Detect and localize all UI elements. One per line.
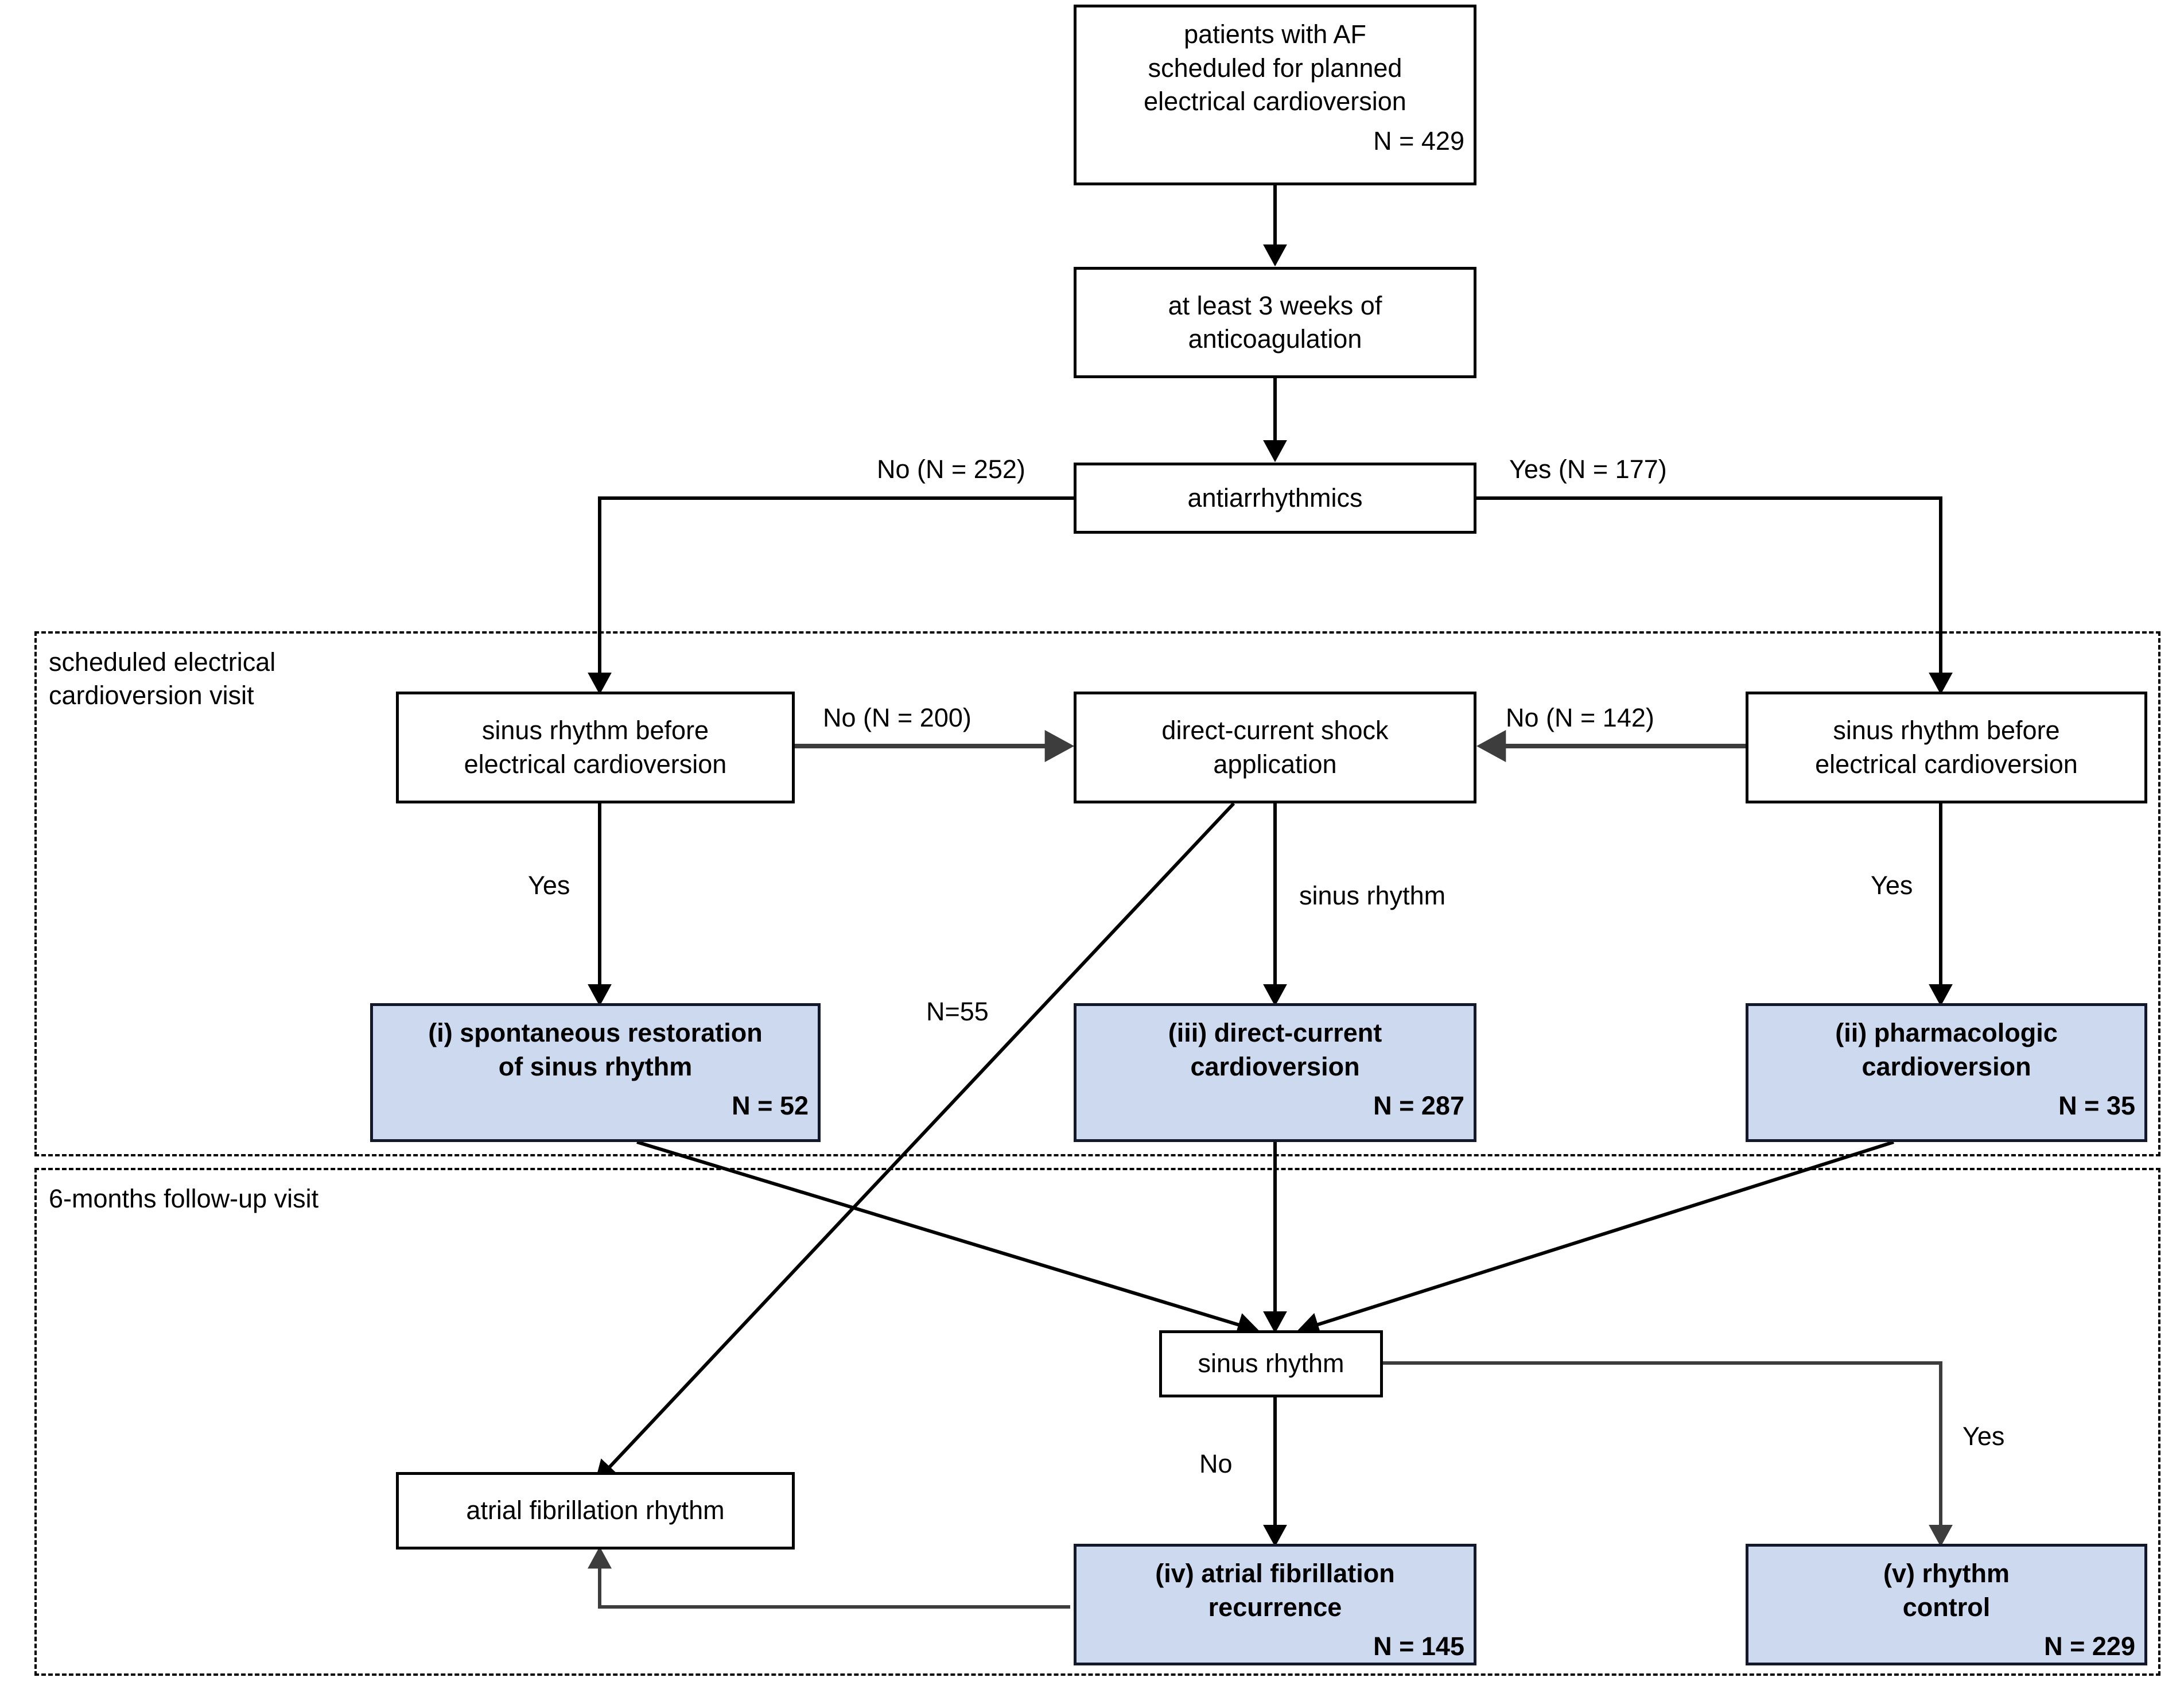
node-antiarrhythmics[interactable]: antiarrhythmics bbox=[1074, 463, 1476, 534]
node-sinus-before-left-line1: sinus rhythm before bbox=[481, 716, 709, 745]
node-shock-line1: direct-current shock bbox=[1161, 716, 1389, 745]
node-sinus-before-right-line2: electrical cardioversion bbox=[1815, 749, 2078, 779]
edge-label-right-sinus-yes: Yes bbox=[1871, 871, 1913, 900]
node-af-rhythm-line1: atrial fibrillation rhythm bbox=[466, 1496, 725, 1525]
edge-label-n-55: N=55 bbox=[926, 997, 989, 1026]
node-sinus-before-left-line2: electrical cardioversion bbox=[464, 749, 727, 779]
node-rhythm-control[interactable]: (v) rhythm control N = 229 bbox=[1746, 1544, 2147, 1665]
node-pharmacologic-line2: cardioversion bbox=[1862, 1051, 2031, 1081]
node-direct-current-shock-application[interactable]: direct-current shock application bbox=[1074, 692, 1476, 803]
node-pharmacologic-cardioversion[interactable]: (ii) pharmacologic cardioversion N = 35 bbox=[1746, 1003, 2147, 1142]
edge-label-shock-sinus-rhythm: sinus rhythm bbox=[1299, 881, 1446, 910]
node-sinus-rhythm-before-cv-right[interactable]: sinus rhythm before electrical cardiover… bbox=[1746, 692, 2147, 803]
node-patients-line3: electrical cardioversion bbox=[1144, 87, 1406, 116]
edge-label-antiarrhythmics-yes: Yes (N = 177) bbox=[1509, 455, 1667, 484]
node-spontaneous-count: N = 52 bbox=[732, 1091, 809, 1120]
edge-label-left-sinus-no: No (N = 200) bbox=[823, 703, 971, 732]
node-atrial-fibrillation-rhythm[interactable]: atrial fibrillation rhythm bbox=[396, 1472, 795, 1550]
node-shock-line2: application bbox=[1213, 749, 1337, 779]
node-patients-count: N = 429 bbox=[1373, 126, 1464, 156]
node-dc-cardioversion-count: N = 287 bbox=[1373, 1091, 1464, 1120]
node-pharmacologic-count: N = 35 bbox=[2058, 1091, 2135, 1120]
node-af-recurrence-line2: recurrence bbox=[1208, 1592, 1342, 1622]
group-cardioversion-visit-label: scheduled electrical cardioversion visit bbox=[49, 647, 276, 710]
node-dc-cardioversion-line1: (iii) direct-current bbox=[1168, 1018, 1382, 1047]
node-spontaneous-line2: of sinus rhythm bbox=[498, 1051, 693, 1081]
node-af-recurrence-count: N = 145 bbox=[1373, 1632, 1464, 1661]
node-sinus-rhythm-line1: sinus rhythm bbox=[1198, 1349, 1344, 1378]
node-dc-cardioversion-line2: cardioversion bbox=[1190, 1051, 1360, 1081]
node-spontaneous-line1: (i) spontaneous restoration bbox=[428, 1018, 763, 1047]
node-sinus-rhythm[interactable]: sinus rhythm bbox=[1159, 1330, 1383, 1397]
node-anticoagulation-line2: anticoagulation bbox=[1188, 324, 1362, 354]
node-atrial-fibrillation-recurrence[interactable]: (iv) atrial fibrillation recurrence N = … bbox=[1074, 1544, 1476, 1665]
node-anticoagulation[interactable]: at least 3 weeks of anticoagulation bbox=[1074, 267, 1476, 378]
node-antiarrhythmics-line1: antiarrhythmics bbox=[1187, 483, 1363, 512]
edge-label-sinus-rhythm-yes: Yes bbox=[1963, 1422, 2005, 1451]
node-patients-line1: patients with AF bbox=[1184, 20, 1366, 49]
node-patients-line2: scheduled for planned bbox=[1148, 53, 1402, 83]
group-followup-visit-label: 6-months follow-up visit bbox=[49, 1184, 319, 1213]
node-patients-with-af[interactable]: patients with AF scheduled for planned e… bbox=[1074, 5, 1476, 185]
node-direct-current-cardioversion[interactable]: (iii) direct-current cardioversion N = 2… bbox=[1074, 1003, 1476, 1142]
edge-label-left-sinus-yes: Yes bbox=[528, 871, 570, 900]
node-sinus-rhythm-before-cv-left[interactable]: sinus rhythm before electrical cardiover… bbox=[396, 692, 795, 803]
node-af-recurrence-line1: (iv) atrial fibrillation bbox=[1155, 1559, 1395, 1588]
edge-label-antiarrhythmics-no: No (N = 252) bbox=[877, 455, 1025, 484]
node-rhythm-control-line1: (v) rhythm bbox=[1883, 1559, 2010, 1588]
node-rhythm-control-line2: control bbox=[1902, 1592, 1991, 1622]
node-pharmacologic-line1: (ii) pharmacologic bbox=[1835, 1018, 2058, 1047]
edge-label-right-sinus-no: No (N = 142) bbox=[1506, 703, 1654, 732]
node-spontaneous-restoration[interactable]: (i) spontaneous restoration of sinus rhy… bbox=[370, 1003, 821, 1142]
node-rhythm-control-count: N = 229 bbox=[2044, 1632, 2135, 1661]
node-sinus-before-right-line1: sinus rhythm before bbox=[1833, 716, 2060, 745]
node-anticoagulation-line1: at least 3 weeks of bbox=[1168, 290, 1382, 320]
edge-label-sinus-rhythm-no: No bbox=[1199, 1449, 1233, 1478]
